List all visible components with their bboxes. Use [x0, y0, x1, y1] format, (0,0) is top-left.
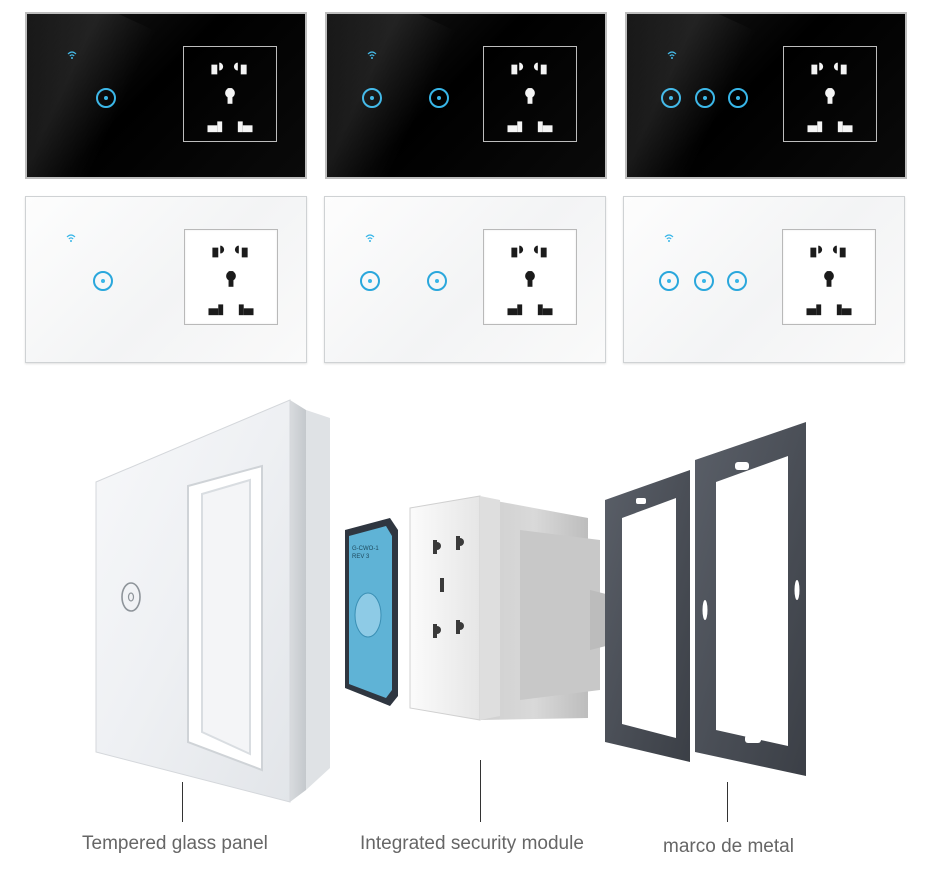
socket-holes-icon: [507, 245, 553, 316]
wifi-icon: [67, 51, 77, 59]
caption-glass-panel: Tempered glass panel: [82, 833, 268, 854]
product-black-1gang: [25, 12, 307, 179]
universal-socket: [183, 46, 277, 142]
touch-button-icon: [659, 271, 679, 291]
universal-socket: [782, 229, 876, 325]
universal-socket: [483, 46, 577, 142]
metal-frame-part: [605, 422, 806, 776]
touch-button-icon: [727, 271, 747, 291]
pcb-label-line1: G-CWO-1: [352, 546, 379, 552]
touch-button-icon: [661, 88, 681, 108]
socket-holes-icon: [806, 245, 852, 316]
touch-button-icon: [362, 88, 382, 108]
touch-button-icon: [429, 88, 449, 108]
touch-button-icon: [427, 271, 447, 291]
wifi-icon: [667, 51, 677, 59]
product-white-1gang: [25, 196, 307, 363]
socket-holes-icon: [207, 62, 253, 133]
touch-button-icon: [96, 88, 116, 108]
product-black-3gang: [625, 12, 907, 179]
caption-metal-frame: marco de metal: [663, 836, 794, 857]
touch-button-icon: [360, 271, 380, 291]
leader-line-frame: [727, 782, 728, 822]
universal-socket: [783, 46, 877, 142]
wifi-icon: [66, 234, 76, 242]
universal-socket: [184, 229, 278, 325]
touch-button-icon: [728, 88, 748, 108]
caption-security-module: Integrated security module: [360, 833, 584, 854]
pcb-module-part: G-CWO-1 REV 3: [345, 518, 398, 706]
touch-button-icon: [695, 88, 715, 108]
universal-socket: [483, 229, 577, 325]
wifi-icon: [365, 234, 375, 242]
exploded-view-illustration: G-CWO-1 REV 3: [95, 399, 806, 803]
touch-button-icon: [93, 271, 113, 291]
pcb-label-line2: REV 3: [352, 554, 370, 560]
leader-line-module: [480, 760, 481, 822]
glass-panel-part: [95, 399, 330, 803]
product-black-2gang: [325, 12, 607, 179]
product-white-2gang: [324, 196, 606, 363]
socket-module-part: [409, 495, 630, 721]
socket-holes-icon: [208, 245, 254, 316]
socket-holes-icon: [807, 62, 853, 133]
leader-line-glass: [182, 782, 183, 822]
wifi-icon: [664, 234, 674, 242]
socket-holes-icon: [507, 62, 553, 133]
product-white-3gang: [623, 196, 905, 363]
wifi-icon: [367, 51, 377, 59]
touch-button-icon: [694, 271, 714, 291]
